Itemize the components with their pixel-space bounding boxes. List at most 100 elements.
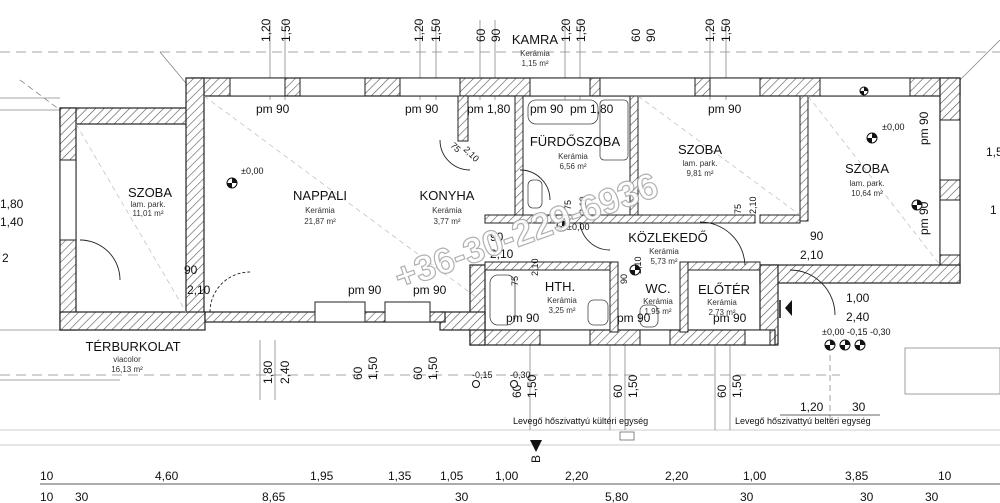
level-marker-icon — [629, 264, 641, 276]
svg-text:1,50: 1,50 — [429, 18, 443, 42]
svg-text:SZOBA: SZOBA — [678, 142, 722, 157]
svg-text:1,50: 1,50 — [426, 356, 440, 380]
right-dimensions: 1,00 2,40 1,20 30 1,5 1 — [779, 145, 1000, 416]
svg-text:1,20: 1,20 — [412, 18, 426, 42]
dimension-row-2: 10 30 8,65 30 5,80 30 30 30 — [40, 490, 939, 503]
doors — [79, 139, 836, 316]
svg-text:Kerámia: Kerámia — [305, 206, 335, 215]
svg-text:30: 30 — [925, 490, 939, 503]
svg-text:90: 90 — [619, 274, 629, 284]
svg-text:30: 30 — [740, 490, 754, 503]
svg-text:1,50: 1,50 — [626, 374, 640, 398]
svg-text:viacolor: viacolor — [113, 355, 141, 364]
svg-text:pm 90: pm 90 — [917, 201, 931, 235]
svg-text:Kerámia: Kerámia — [432, 206, 462, 215]
svg-text:75: 75 — [449, 140, 463, 154]
svg-text:Kerámia: Kerámia — [520, 49, 550, 58]
svg-text:2,10: 2,10 — [187, 283, 211, 297]
svg-text:60: 60 — [611, 384, 625, 398]
svg-text:KÖZLEKEDŐ: KÖZLEKEDŐ — [628, 230, 707, 245]
bottom-dimensions: 1,80 2,40 60 1,50 60 1,50 60 1,50 60 1,5… — [261, 356, 744, 398]
svg-text:pm 90: pm 90 — [713, 311, 747, 325]
svg-text:lam. park.: lam. park. — [682, 159, 717, 168]
svg-text:1,50: 1,50 — [719, 18, 733, 42]
svg-text:2,73 m²: 2,73 m² — [708, 308, 735, 317]
svg-text:Kerámia: Kerámia — [558, 152, 588, 161]
svg-text:8,65: 8,65 — [262, 490, 286, 503]
svg-text:pm 90: pm 90 — [405, 102, 439, 116]
svg-text:1,35: 1,35 — [388, 469, 412, 483]
svg-text:pm 90: pm 90 — [256, 102, 290, 116]
svg-text:1,20: 1,20 — [800, 400, 824, 414]
svg-text:ELŐTÉR: ELŐTÉR — [698, 282, 750, 297]
section-arrow-icon — [530, 440, 542, 452]
svg-text:10,64 m²: 10,64 m² — [851, 189, 883, 198]
svg-text:1,80: 1,80 — [261, 360, 275, 384]
svg-text:pm 90: pm 90 — [530, 102, 564, 116]
svg-text:Levegő hőszivattyú kültéri egy: Levegő hőszivattyú kültéri egység — [513, 416, 648, 426]
svg-text:1,50: 1,50 — [366, 356, 380, 380]
svg-text:1,20: 1,20 — [259, 18, 273, 42]
svg-text:Levegő hőszivattyú beltéri egy: Levegő hőszivattyú beltéri egység — [735, 416, 871, 426]
svg-text:2,10: 2,10 — [578, 196, 588, 214]
svg-text:10: 10 — [938, 469, 952, 483]
window-labels: pm 90 pm 90 pm 90 pm 1,80 pm 1,80 pm 90 … — [256, 102, 931, 325]
svg-text:1,50: 1,50 — [730, 374, 744, 398]
svg-text:1: 1 — [990, 203, 997, 217]
svg-text:1,50: 1,50 — [574, 18, 588, 42]
level-markers: ±0,00 ±0,00 ±0,00 ±0,00 -0,15 -0,30 -0,1… — [226, 86, 923, 388]
svg-text:FÜRDŐSZOBA: FÜRDŐSZOBA — [530, 134, 621, 149]
level-markers-row — [824, 339, 866, 351]
svg-text:-0,15: -0,15 — [472, 370, 493, 380]
svg-text:SZOBA: SZOBA — [128, 185, 172, 200]
svg-text:1,00: 1,00 — [743, 469, 767, 483]
svg-text:75: 75 — [563, 200, 573, 210]
svg-text:2,10: 2,10 — [633, 256, 643, 274]
svg-text:Kerámia: Kerámia — [643, 297, 673, 306]
svg-text:90: 90 — [810, 229, 824, 243]
svg-text:KONYHA: KONYHA — [420, 188, 475, 203]
svg-text:2,10: 2,10 — [800, 248, 824, 262]
svg-text:1,5: 1,5 — [986, 145, 1000, 159]
svg-text:SZOBA: SZOBA — [845, 161, 889, 176]
svg-text:lam. park.: lam. park. — [849, 179, 884, 188]
svg-text:pm 1,80: pm 1,80 — [467, 102, 511, 116]
svg-text:60: 60 — [474, 28, 488, 42]
svg-text:30: 30 — [455, 490, 469, 503]
svg-text:±0,00: ±0,00 — [567, 222, 589, 232]
svg-text:75: 75 — [510, 276, 520, 286]
svg-text:60: 60 — [411, 366, 425, 380]
svg-text:5,73 m²: 5,73 m² — [650, 257, 677, 266]
svg-text:1,00: 1,00 — [495, 469, 519, 483]
svg-text:6,56 m²: 6,56 m² — [559, 162, 586, 171]
section-mark: B — [529, 440, 543, 463]
svg-text:60: 60 — [715, 384, 729, 398]
svg-text:10: 10 — [40, 469, 54, 483]
svg-text:1,40: 1,40 — [0, 215, 24, 229]
svg-text:-0,30: -0,30 — [510, 370, 531, 380]
svg-text:1,95: 1,95 — [310, 469, 334, 483]
svg-text:TÉRBURKOLAT: TÉRBURKOLAT — [85, 339, 180, 354]
svg-text:90: 90 — [490, 230, 504, 244]
svg-text:1,20: 1,20 — [559, 18, 573, 42]
svg-text:B: B — [529, 455, 543, 463]
svg-text:pm 90: pm 90 — [617, 311, 651, 325]
svg-text:Kerámia: Kerámia — [547, 296, 577, 305]
svg-text:1,80: 1,80 — [0, 197, 24, 211]
svg-text:1,20: 1,20 — [703, 18, 717, 42]
svg-text:±0,00: ±0,00 — [241, 166, 263, 176]
svg-text:60: 60 — [629, 28, 643, 42]
svg-text:2: 2 — [2, 251, 9, 265]
svg-text:±0,00 -0,15 -0,30: ±0,00 -0,15 -0,30 — [822, 327, 890, 337]
room-szoba-3: SZOBA lam. park.10,64 m² — [845, 161, 889, 198]
fixtures — [489, 99, 659, 328]
svg-text:1,05: 1,05 — [440, 469, 464, 483]
